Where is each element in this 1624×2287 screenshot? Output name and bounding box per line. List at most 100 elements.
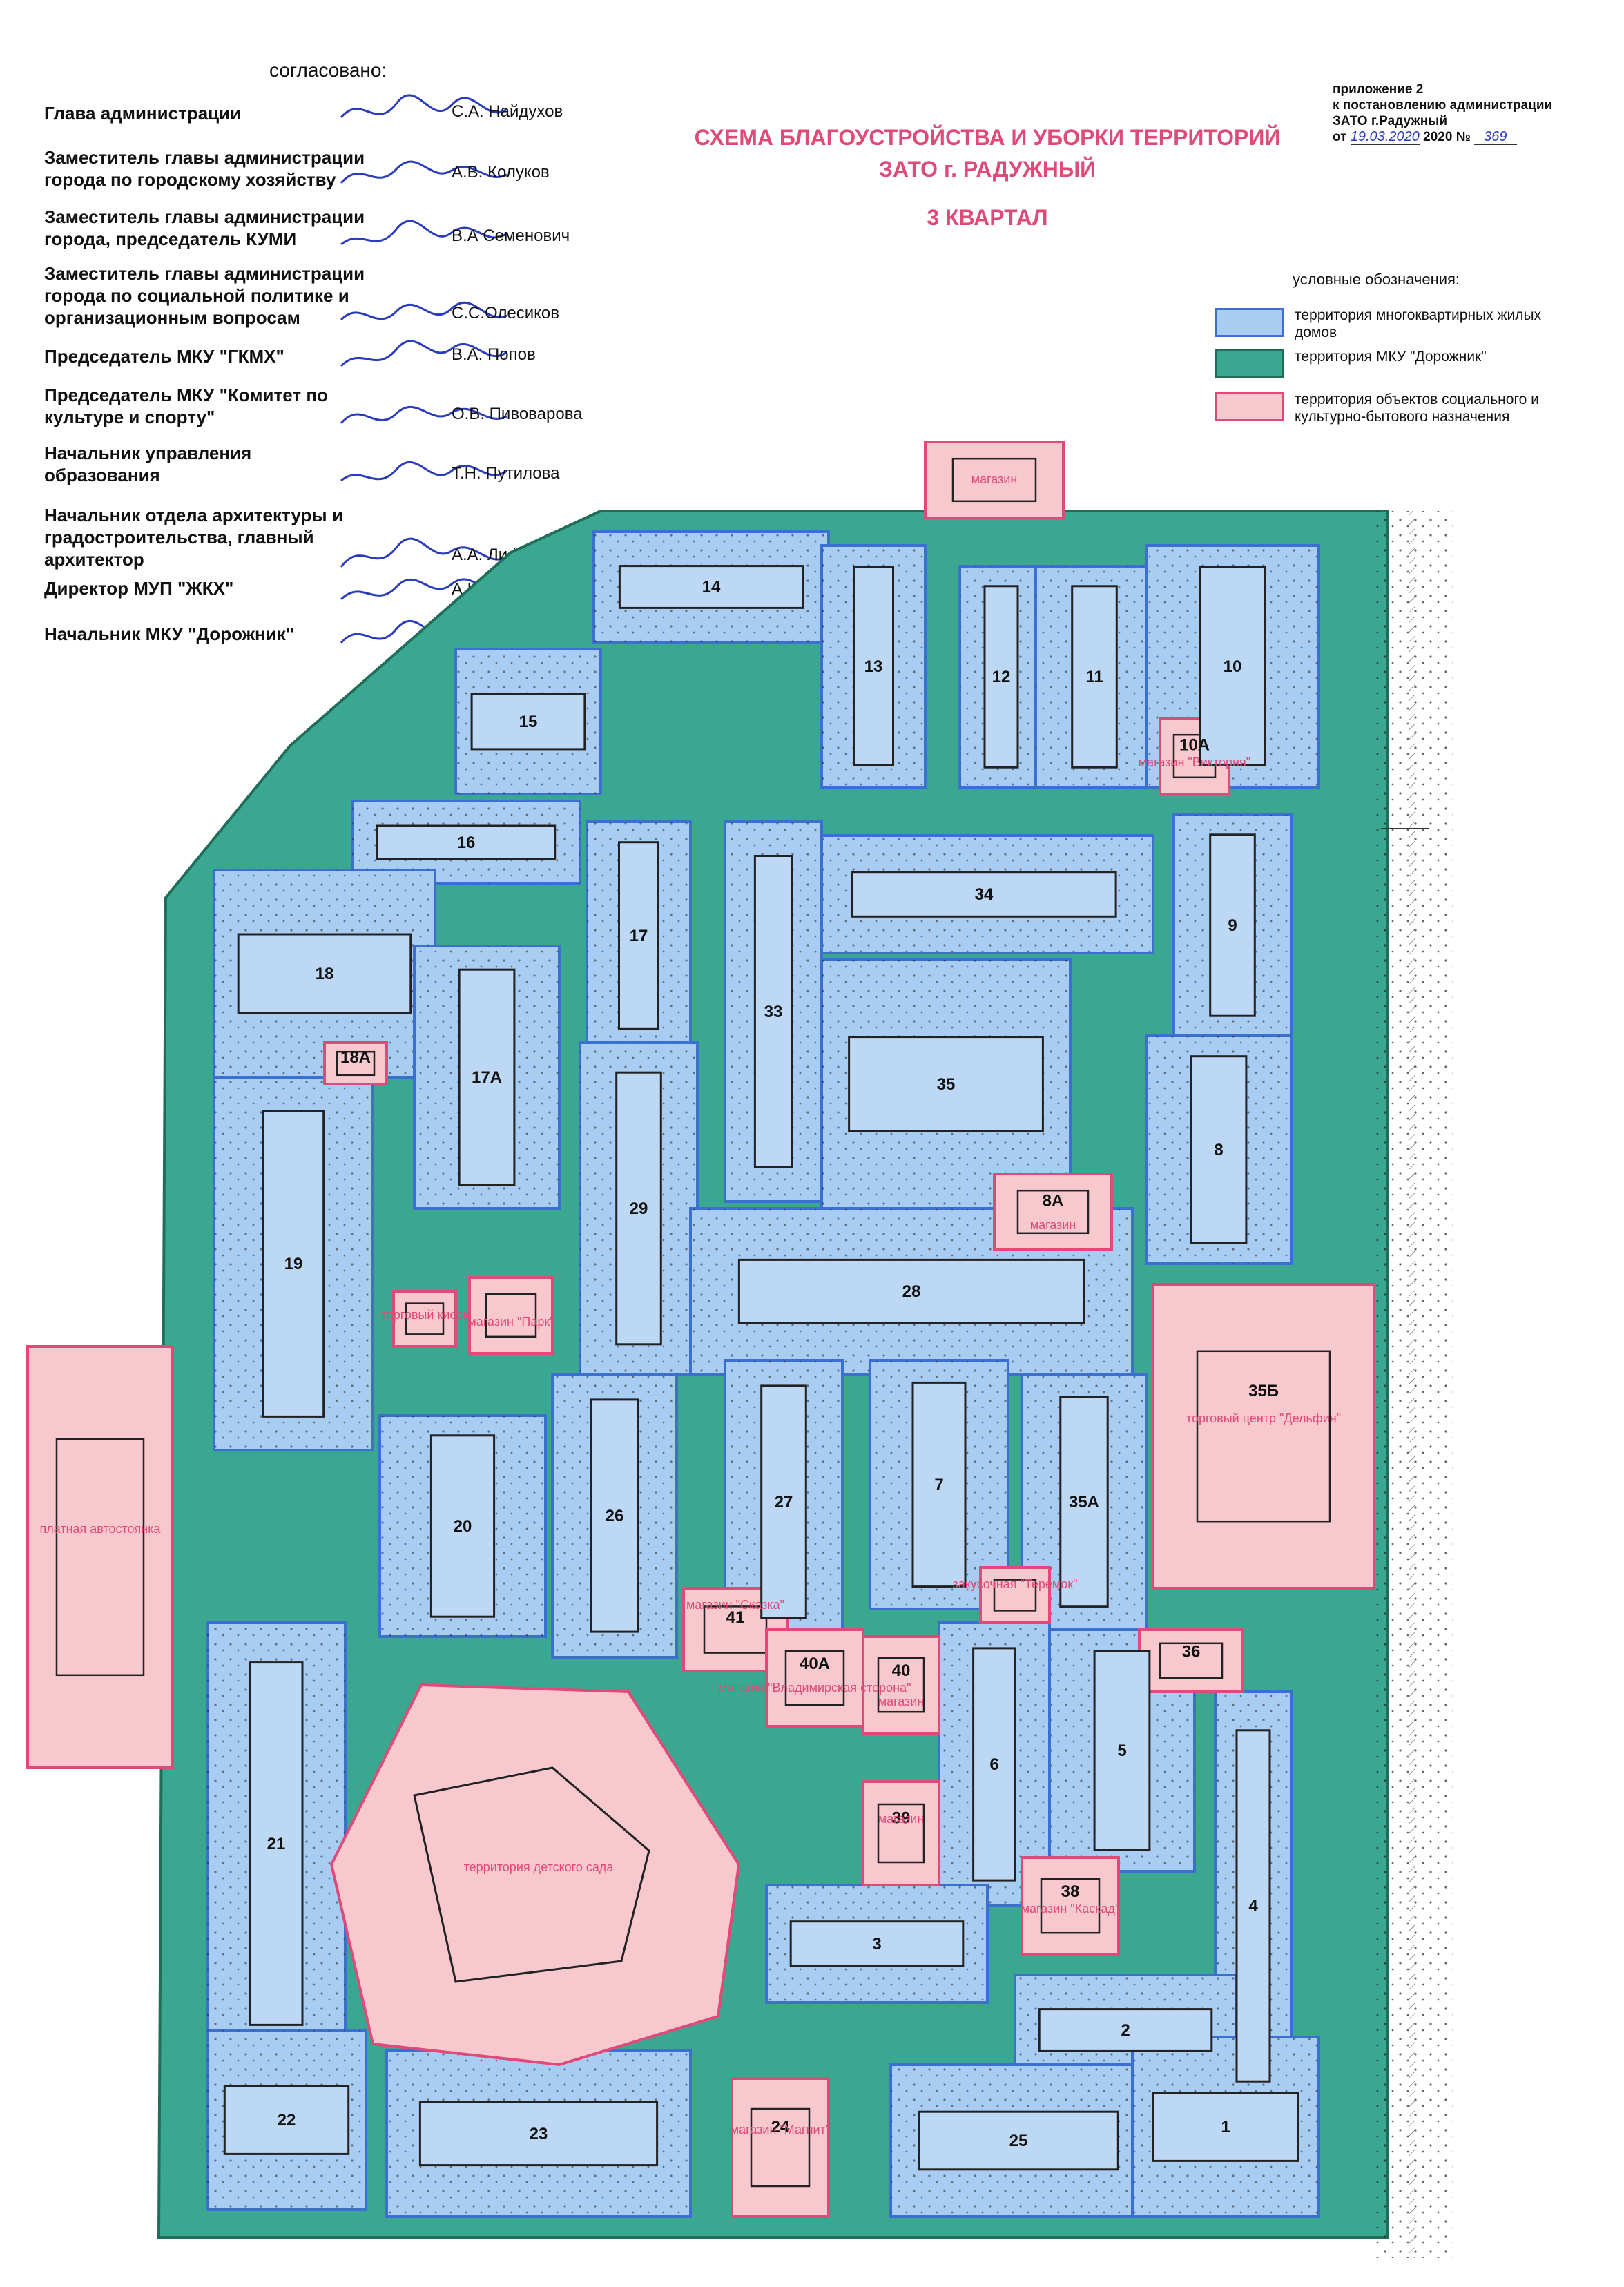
annex-line2: к постановлению администрации [1333, 98, 1553, 113]
facility-label: магазин "Виктория" [1139, 755, 1250, 769]
kindergarten-building [413, 1766, 650, 1983]
social-territory [765, 1628, 864, 1728]
social-territory [862, 1635, 940, 1735]
doc-title-line1: СХЕМА БЛАГОУСТРОЙСТВА И УБОРКИ ТЕРРИТОРИ… [694, 125, 1281, 150]
building-number: 6 [989, 1755, 998, 1774]
signature-scribble [340, 340, 508, 367]
building-footprint [1190, 1055, 1248, 1244]
building-footprint [618, 841, 659, 1030]
approval-role: Председатель МКУ "Комитет по культуре и … [44, 385, 328, 427]
facility-label: торговый центр "Дельфин" [1186, 1411, 1341, 1425]
building-number: 13 [864, 657, 883, 676]
building-footprint [615, 1071, 662, 1346]
building-number: 38 [1061, 1882, 1080, 1901]
annex-block: приложение 2 к постановлению администрац… [1333, 81, 1552, 145]
building-footprint [918, 2110, 1119, 2171]
social-territory [993, 1173, 1113, 1251]
social-building [1040, 1878, 1101, 1934]
facility-label: магазин "Парк" [467, 1315, 554, 1329]
building-footprint [237, 933, 412, 1014]
building-number: 40 [892, 1661, 911, 1680]
building-footprint [853, 566, 894, 766]
social-building [877, 1657, 925, 1713]
annex-line3: ЗАТО г.Радужный [1333, 114, 1448, 128]
social-territory [323, 1041, 388, 1085]
building-footprint [1093, 1650, 1151, 1851]
building-number: 14 [702, 578, 721, 597]
building-number: 21 [267, 1835, 286, 1853]
social-building [993, 1579, 1037, 1612]
facility-label: магазин [1030, 1218, 1076, 1232]
annex-prefix: от [1333, 130, 1347, 144]
approval-name: Т.Н. Путилова [452, 464, 560, 483]
social-building [1196, 1350, 1331, 1523]
approval-row: Заместитель главы администрации города, … [44, 206, 610, 282]
building-number: 10 [1224, 657, 1242, 676]
building-footprint [789, 1920, 965, 1967]
facility-label: магазин "Сказка" [686, 1598, 784, 1612]
building-number: 35Б [1248, 1382, 1279, 1400]
approval-role: Начальник управления образования [44, 443, 252, 485]
building-footprint [737, 1258, 1085, 1324]
building-footprint [590, 1398, 639, 1633]
legend-item: территория МКУ "Дорожник" [1215, 348, 1574, 389]
building-footprint [262, 1110, 325, 1418]
approval-name: В.А Семенович [452, 226, 570, 245]
building-number: 8А [1043, 1192, 1064, 1210]
approval-row: Заместитель главы администрации города п… [44, 146, 610, 222]
social-territory [468, 1276, 554, 1355]
legend-swatch [1215, 308, 1284, 337]
social-territory [392, 1290, 457, 1348]
social-building [405, 1302, 445, 1335]
building-footprints [223, 565, 1299, 2171]
social-building [877, 1803, 925, 1864]
legend-item: территория объектов социального и культу… [1215, 391, 1574, 432]
signature-scribble [340, 301, 508, 321]
signature-scribble [340, 160, 508, 184]
building-number: 40А [800, 1654, 830, 1673]
facility-label: закусочная "Теремок" [952, 1577, 1077, 1591]
facility-labels: магазин магазин "Виктория" магазин торговый… [39, 472, 1341, 2136]
social-building [336, 1050, 376, 1077]
social-territory [1152, 1283, 1375, 1590]
building-number: 35А [1069, 1493, 1099, 1512]
approval-role: Глава администрации [44, 103, 242, 124]
facility-label: торговый киоск [381, 1308, 469, 1322]
building-number: 19 [284, 1255, 303, 1273]
building-footprint [1199, 566, 1266, 766]
approval-role: Заместитель главы администрации города, … [44, 206, 365, 249]
building-number: 23 [530, 2125, 548, 2143]
building-footprint [983, 585, 1019, 769]
building-number: 25 [1009, 2132, 1028, 2150]
signature-scribble [340, 405, 508, 424]
building-footprint [1235, 1729, 1271, 2083]
facility-label: платная автостоянка [39, 1522, 161, 1536]
building-number: 33 [764, 1003, 783, 1021]
doc-title-line2: ЗАТО г. РАДУЖНЫЙ [878, 157, 1096, 182]
facility-label: магазин [878, 1812, 925, 1826]
building-footprint [1059, 1396, 1109, 1608]
social-territory [1021, 1856, 1120, 1956]
social-territory [731, 2077, 830, 2218]
kindergarten-territory [329, 1683, 741, 2067]
social-building [951, 457, 1037, 503]
signature-scribble [340, 537, 508, 568]
building-number: 3 [872, 1935, 881, 1953]
building-number: 17А [472, 1068, 502, 1087]
approval-role: Начальник отдела архитектуры и градостро… [44, 505, 343, 570]
approval-name: А.В. Колуков [452, 163, 550, 182]
approval-row: Председатель МКУ "ГКМХ"В.А. Попов [44, 340, 610, 421]
social-territory [862, 1780, 940, 1886]
approval-name: В.А. Попов [452, 345, 536, 364]
approval-row: Заместитель главы администрации города п… [44, 262, 610, 338]
approval-name: О.В. Пивоварова [452, 405, 583, 423]
building-footprint [429, 1434, 496, 1618]
building-number: 28 [902, 1282, 921, 1301]
building-footprint [1209, 833, 1256, 1017]
building-footprint [753, 855, 793, 1168]
social-territory [979, 1566, 1051, 1624]
building-number: 24 [771, 2118, 790, 2136]
legend-label: территория объектов социального и культу… [1295, 392, 1539, 425]
legend-title: условные обозначения: [1293, 271, 1460, 288]
building-footprint [911, 1381, 967, 1588]
